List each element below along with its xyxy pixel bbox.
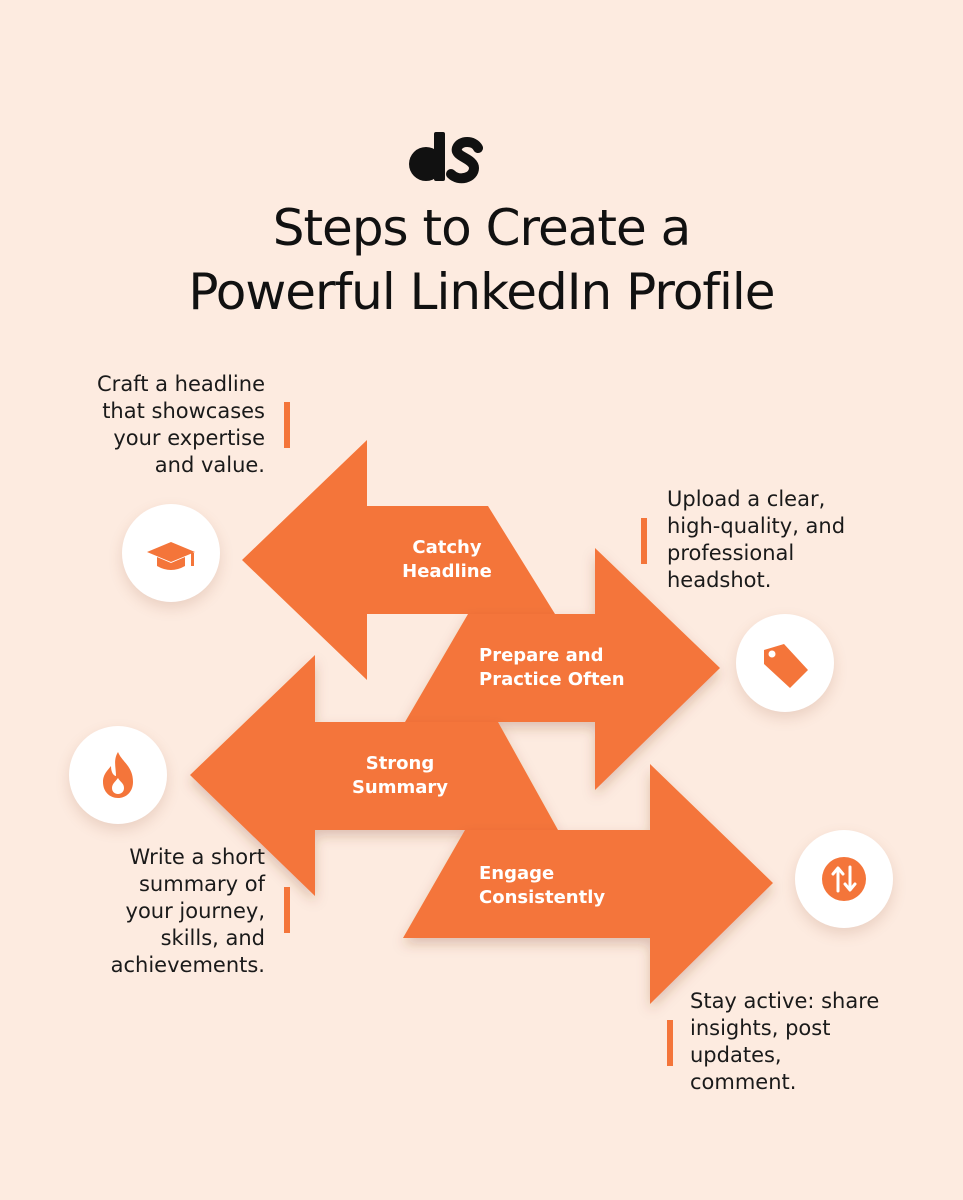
step-label-1: Catchy Headline — [402, 537, 492, 582]
fire-icon — [103, 752, 133, 798]
graduation-cap-icon — [147, 542, 195, 570]
ds-logo — [409, 132, 483, 184]
step-2-accent-bar — [641, 518, 647, 564]
step-2-description: Upload a clear, high-quality, and profes… — [667, 487, 846, 592]
step-4-description: Stay active: share insights, post update… — [690, 989, 880, 1094]
step-1-icon-circle — [122, 504, 220, 602]
step-label-3: Strong Summary — [351, 753, 449, 798]
step-label-2: Prepare and Practice Often — [479, 645, 625, 690]
page-title: Steps to Create a Powerful LinkedIn Prof… — [0, 196, 963, 324]
title-line-1: Steps to Create a — [272, 199, 692, 257]
step-1-description: Craft a headline that showcases your exp… — [97, 372, 265, 477]
arrow-catchy-headline — [242, 440, 555, 680]
arrow-prepare-practice — [405, 548, 720, 790]
step-2-icon-circle — [736, 614, 834, 712]
step-1-accent-bar — [284, 402, 290, 448]
up-down-arrows-icon — [822, 857, 866, 901]
arrow-engage-consistently — [403, 764, 773, 1004]
step-3-accent-bar — [284, 887, 290, 933]
arrow-strong-summary — [190, 655, 558, 896]
step-3-icon-circle — [69, 726, 167, 824]
tag-icon — [764, 644, 808, 688]
step-4-accent-bar — [667, 1020, 673, 1066]
title-line-2: Powerful LinkedIn Profile — [188, 263, 775, 321]
step-3-description: Write a short summary of your journey, s… — [110, 845, 265, 977]
step-4-icon-circle — [795, 830, 893, 928]
step-label-4: Engage Consistently — [479, 863, 606, 908]
